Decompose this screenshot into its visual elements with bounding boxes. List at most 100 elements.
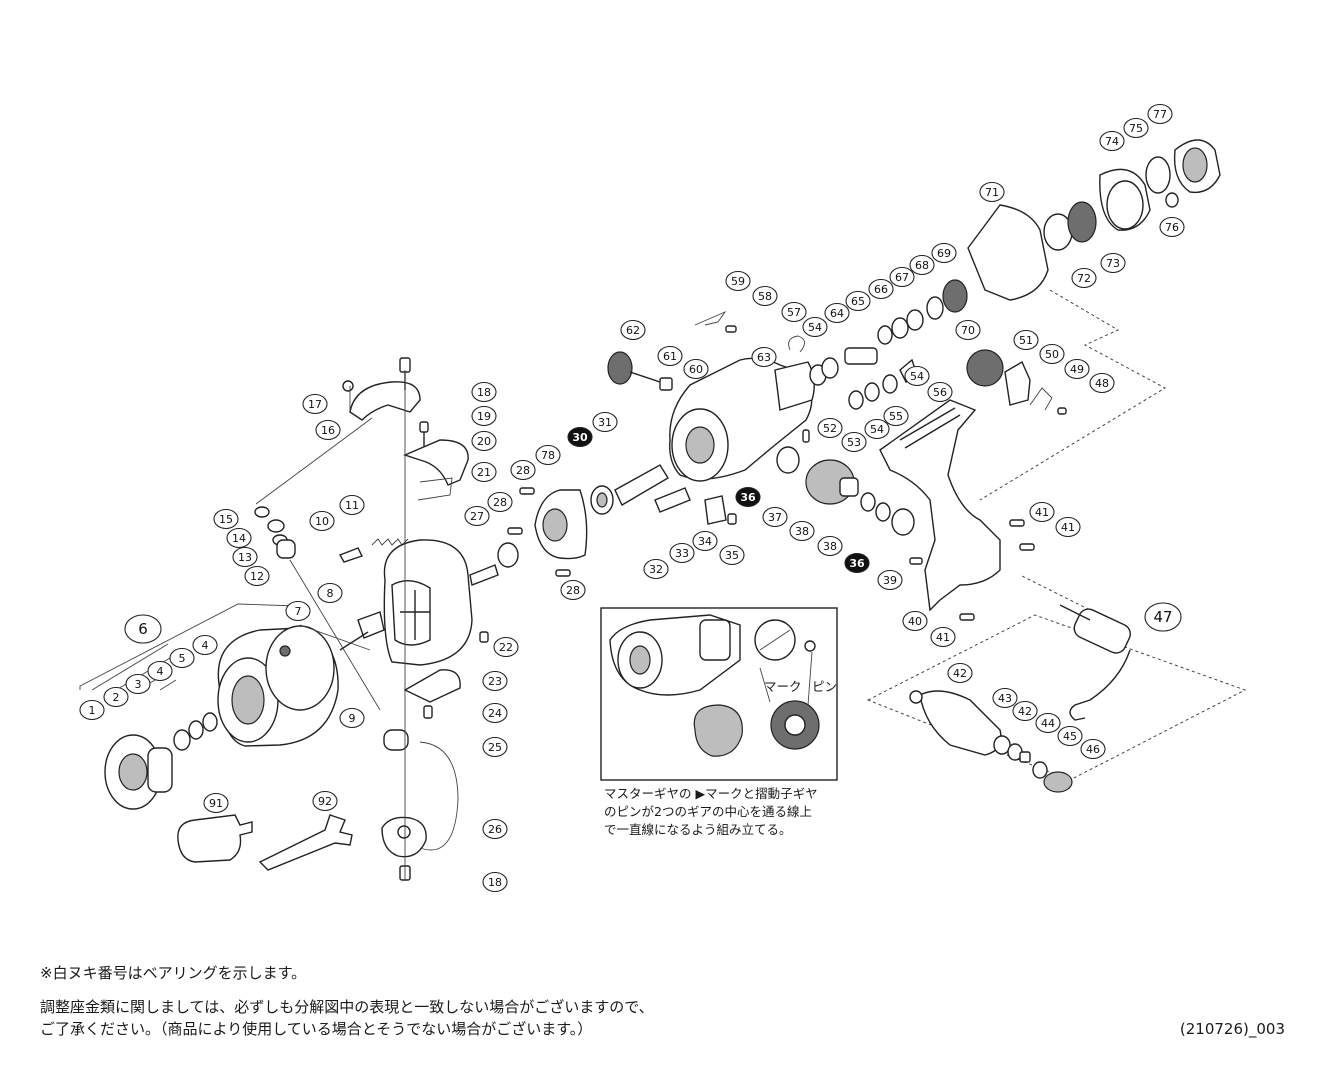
- callout-bubble: [868, 278, 894, 300]
- callout-bubble: [567, 426, 593, 448]
- callout-67: 67: [889, 266, 915, 288]
- callout-14: 14: [226, 527, 252, 549]
- callout-bubble: [1159, 216, 1185, 238]
- shim-note-line-1: 調整座金類に関しましては、必ずしも分解図中の表現と一致しない場合がございますので…: [40, 998, 654, 1016]
- callout-bubble: [1123, 117, 1149, 139]
- callout-number: 68: [915, 259, 929, 272]
- callout-63: 63: [751, 346, 777, 368]
- rotor-assembly: [254, 357, 499, 881]
- callout-bubble: [643, 558, 669, 580]
- callout-number: 34: [698, 535, 712, 548]
- callout-bubble: [487, 491, 513, 513]
- callout-bubble: [909, 254, 935, 276]
- callout-bubble: [471, 461, 497, 483]
- callout-42: 42: [1012, 700, 1038, 722]
- callout-58: 58: [752, 285, 778, 307]
- callout-bubble: [781, 301, 807, 323]
- callout-bubble: [169, 647, 195, 669]
- callout-number: 38: [823, 540, 837, 553]
- callout-91: 91: [203, 792, 229, 814]
- callout-number: 41: [936, 631, 950, 644]
- callout-33: 33: [669, 542, 695, 564]
- callout-46: 46: [1080, 738, 1106, 760]
- callout-76: 76: [1159, 216, 1185, 238]
- inset-instruction-line-2: のピンが2つのギアの中心を通る線上: [604, 804, 812, 819]
- callout-53: 53: [841, 431, 867, 453]
- callout-64: 64: [824, 302, 850, 324]
- callout-bubble: [1147, 103, 1173, 125]
- callout-bubble: [103, 686, 129, 708]
- callout-number: 52: [823, 422, 837, 435]
- inset-label-pin: ピン: [812, 679, 838, 694]
- callout-number: 46: [1086, 743, 1100, 756]
- callout-number: 66: [874, 283, 888, 296]
- callout-number: 62: [626, 324, 640, 337]
- inset-instruction-line-1: マスターギヤの ▶マークと摺動子ギヤ: [604, 786, 818, 801]
- callout-50: 50: [1039, 343, 1065, 365]
- callout-number: 10: [315, 515, 329, 528]
- callout-number: 5: [179, 652, 186, 665]
- callout-number: 72: [1077, 272, 1091, 285]
- callout-number: 48: [1095, 377, 1109, 390]
- callout-bubble: [725, 270, 751, 292]
- callout-28: 28: [560, 579, 586, 601]
- callout-bubble: [213, 508, 239, 530]
- callout-bubble: [244, 565, 270, 587]
- callout-bubble: [192, 634, 218, 656]
- callout-number: 70: [961, 324, 975, 337]
- callout-number: 6: [138, 620, 148, 638]
- callout-number: 49: [1070, 363, 1084, 376]
- callout-bubble: [309, 510, 335, 532]
- callout-bubble: [992, 687, 1018, 709]
- callout-number: 91: [209, 797, 223, 810]
- callout-18: 18: [471, 381, 497, 403]
- callout-number: 2: [113, 691, 120, 704]
- callout-1: 1: [79, 699, 105, 721]
- callout-73: 73: [1100, 252, 1126, 274]
- callout-43: 43: [992, 687, 1018, 709]
- callout-number: 55: [889, 410, 903, 423]
- callout-number: 24: [488, 707, 502, 720]
- callout-number: 41: [1061, 521, 1075, 534]
- callout-41: 41: [1055, 516, 1081, 538]
- callout-number: 26: [488, 823, 502, 836]
- callout-bubble: [471, 430, 497, 452]
- callout-17: 17: [302, 393, 328, 415]
- callout-bubble: [1089, 372, 1115, 394]
- callout-bubble: [817, 417, 843, 439]
- callout-number: 56: [933, 386, 947, 399]
- callout-16: 16: [315, 419, 341, 441]
- callout-26: 26: [482, 818, 508, 840]
- callout-25: 25: [482, 736, 508, 758]
- callout-number: 58: [758, 290, 772, 303]
- callout-number: 74: [1105, 135, 1119, 148]
- callout-41: 41: [1029, 501, 1055, 523]
- callout-number: 15: [219, 513, 233, 526]
- callout-bubble: [482, 818, 508, 840]
- callout-number: 37: [768, 511, 782, 524]
- callout-number: 75: [1129, 122, 1143, 135]
- callout-number: 54: [870, 423, 884, 436]
- callout-4: 4: [147, 660, 173, 682]
- callout-bubble: [79, 699, 105, 721]
- callout-number: 20: [477, 435, 491, 448]
- callout-bubble: [317, 582, 343, 604]
- callout-15: 15: [213, 508, 239, 530]
- callout-bubble: [482, 670, 508, 692]
- callout-number: 69: [937, 247, 951, 260]
- callout-bubble: [339, 494, 365, 516]
- callout-number: 18: [477, 386, 491, 399]
- callout-bubble: [535, 444, 561, 466]
- callout-bubble: [1012, 700, 1038, 722]
- callout-9: 9: [339, 707, 365, 729]
- callout-number: 65: [851, 295, 865, 308]
- callout-45: 45: [1057, 725, 1083, 747]
- callout-bubble: [147, 660, 173, 682]
- callout-42: 42: [947, 662, 973, 684]
- callout-2: 2: [103, 686, 129, 708]
- callout-number: 45: [1063, 730, 1077, 743]
- callout-number: 14: [232, 532, 246, 545]
- callout-number: 47: [1153, 608, 1172, 626]
- callout-bubble: [482, 871, 508, 893]
- callout-bubble: [124, 614, 162, 644]
